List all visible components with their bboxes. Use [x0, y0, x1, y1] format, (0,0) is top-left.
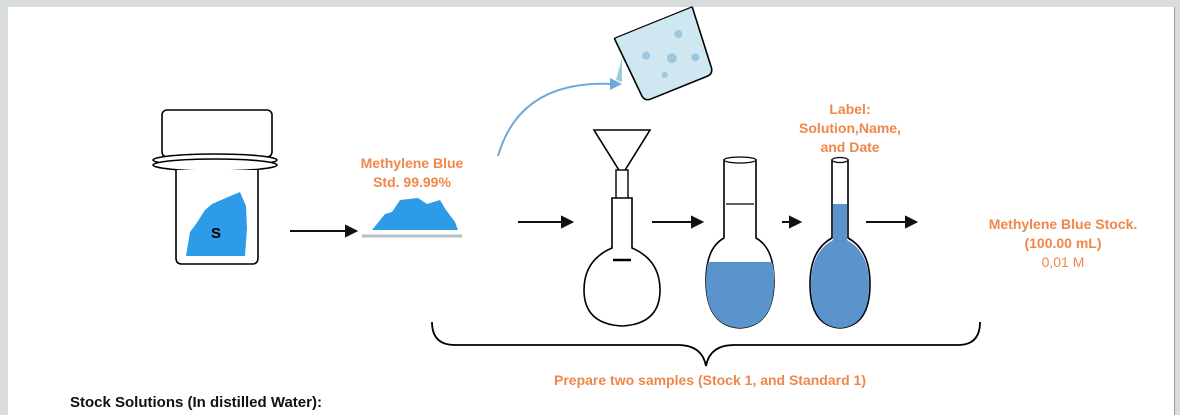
powder-pile: [372, 198, 458, 230]
grouping-brace: [431, 321, 981, 367]
label-instruction: Label: Solution,Name, and Date: [770, 100, 930, 157]
methylene-blue-std-line1: Methylene Blue: [360, 155, 464, 171]
volumetric-flask-full: [809, 156, 871, 329]
panel-border: [1174, 7, 1175, 415]
brace-caption: Prepare two samples (Stock 1, and Standa…: [554, 372, 866, 388]
methylene-blue-std-label: Methylene Blue Std. 99.99%: [322, 154, 502, 192]
volumetric-flask-empty: [583, 197, 661, 327]
water-stream: [616, 58, 622, 82]
stock-label: Methylene Blue Stock. (100.00 mL) 0,01 M: [956, 215, 1170, 272]
methylene-blue-std-line2: Std. 99.99%: [373, 174, 451, 190]
label-instruction-line3: and Date: [820, 139, 880, 155]
pour-arc-arrow: [497, 78, 622, 157]
flow-arrows: [290, 215, 919, 238]
pouring-beaker: [613, 6, 713, 101]
volumetric-flask-half: [705, 156, 775, 329]
jar-sample-powder: [186, 192, 247, 256]
jar-letter: S: [210, 225, 221, 242]
label-instruction-line2: Solution,Name,: [799, 120, 901, 136]
stock-line2: (100.00 mL): [1024, 235, 1102, 251]
stock-line3: 0,01 M: [1041, 254, 1085, 270]
footer-heading: Stock Solutions (In distilled Water):: [70, 394, 322, 411]
label-instruction-line1: Label:: [829, 101, 871, 117]
stock-line1: Methylene Blue Stock.: [988, 216, 1138, 232]
